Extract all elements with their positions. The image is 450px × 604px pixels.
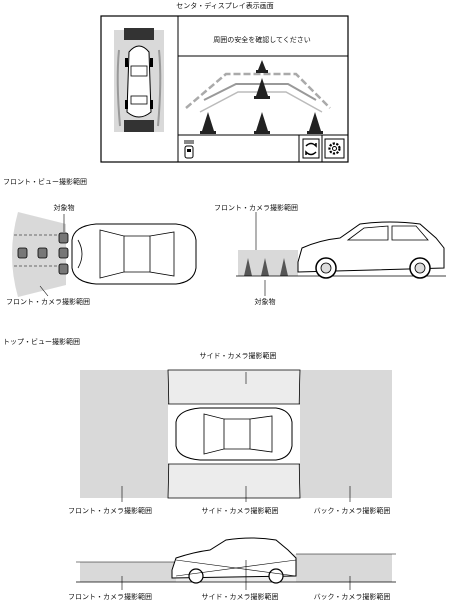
front-right-top-label: フロント・カメラ撮影範囲 xyxy=(214,204,298,212)
top-rear-label: バック・カメラ撮影範囲 xyxy=(313,507,391,515)
view-switch-icon xyxy=(302,138,320,159)
front-view-section-title: フロント・ビュー撮影範囲 xyxy=(3,178,87,186)
car-status-icon xyxy=(184,140,194,159)
front-right-bottom-label: 対象物 xyxy=(254,298,276,306)
screen-title: センタ・ディスプレイ表示画面 xyxy=(176,2,274,10)
front-left-bottom-label: フロント・カメラ撮影範囲 xyxy=(6,298,90,306)
top-side-bottom-label: サイド・カメラ撮影範囲 xyxy=(201,507,279,515)
screen-message: 周囲の安全を確認してください xyxy=(213,36,311,44)
bottom-front-label: フロント・カメラ撮影範囲 xyxy=(68,593,152,601)
front-view-panel xyxy=(185,60,331,134)
front-left-top-label: 対象物 xyxy=(53,204,75,212)
top-side-label: サイド・カメラ撮影範囲 xyxy=(199,352,277,360)
top-view-section-title: トップ・ビュー撮影範囲 xyxy=(3,338,80,346)
gear-icon xyxy=(324,138,345,159)
bottom-side-label: サイド・カメラ撮影範囲 xyxy=(201,593,279,601)
bottom-rear-label: バック・カメラ撮影範囲 xyxy=(313,593,391,601)
top-front-label: フロント・カメラ撮影範囲 xyxy=(68,507,152,515)
top-view-panel xyxy=(114,28,164,132)
